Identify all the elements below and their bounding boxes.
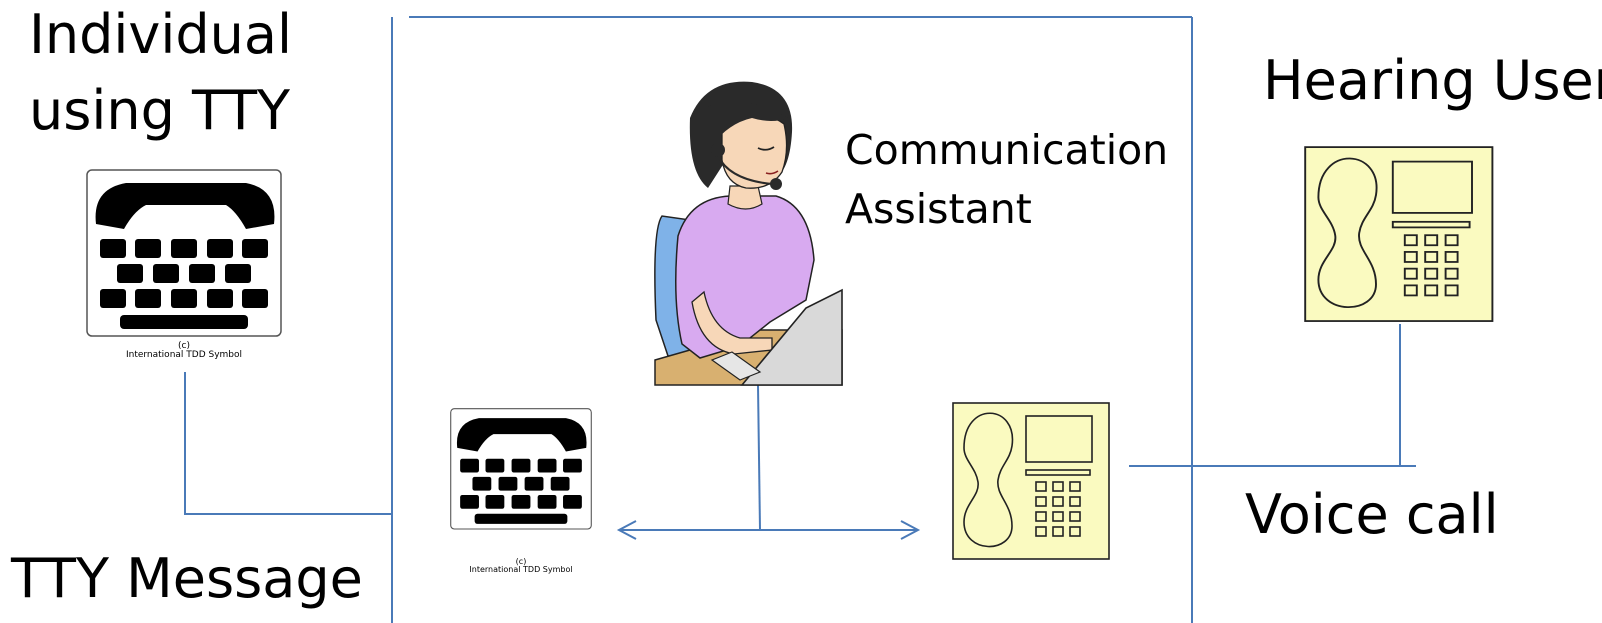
voice-call-label: Voice call <box>1245 483 1499 546</box>
arrow-head-right <box>900 520 921 540</box>
tdd-caption-copyright: (c) <box>515 557 527 566</box>
communication-assistant-line1: Communication <box>845 126 1169 174</box>
tdd-caption-center: (c) International TDD Symbol <box>450 557 592 575</box>
tty-icon <box>450 408 592 530</box>
operator-headset-icon <box>654 81 843 386</box>
arrow-head-left <box>616 520 637 540</box>
hearing-user-label: Hearing User <box>1263 49 1602 112</box>
tdd-caption-copyright: (c) <box>178 341 190 351</box>
tty-icon <box>86 169 282 337</box>
desk-phone-icon <box>952 402 1110 560</box>
communication-assistant-line2: Assistant <box>845 185 1032 233</box>
tdd-caption-symbol: International TDD Symbol <box>469 565 573 575</box>
individual-title-line1: Individual <box>29 3 292 66</box>
tdd-caption-symbol: International TDD Symbol <box>125 350 243 361</box>
individual-title-line2: using TTY <box>29 79 291 142</box>
tty-connector-line <box>184 372 392 515</box>
operator-stem-line <box>757 384 761 531</box>
tty-message-label: TTY Message <box>11 547 363 610</box>
desk-phone-icon <box>1304 146 1494 323</box>
tdd-caption-left: (c) International TDD Symbol <box>86 341 282 361</box>
